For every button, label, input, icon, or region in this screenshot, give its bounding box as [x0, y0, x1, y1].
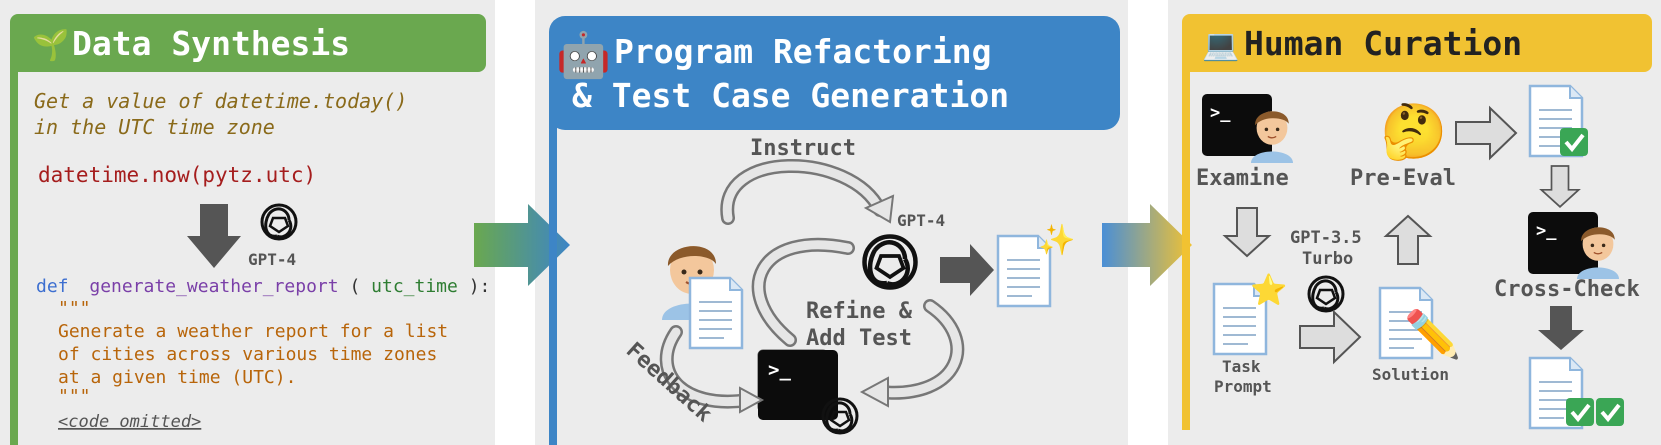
instruct-label: Instruct: [750, 136, 856, 161]
down-arrow: [187, 204, 241, 268]
task-prompt-label-line-2: Prompt: [1214, 377, 1272, 396]
def-keyword: def: [36, 276, 69, 297]
checkmark-icon-1: [1564, 396, 1596, 428]
transition-arrow-1: [474, 204, 570, 286]
code-snippet: datetime.now(pytz.utc): [38, 163, 316, 187]
sprout-icon: 🌱: [32, 28, 69, 63]
output-arrow: [940, 244, 994, 296]
synthesis-panel: 🌱 Data Synthesis Get a value of datetime…: [10, 14, 490, 445]
synthesis-panel-bg: [0, 0, 495, 445]
laptop-icon: 💻: [1202, 28, 1239, 63]
examine-terminal-icon: [1202, 94, 1272, 156]
checkmark-icon: [1558, 126, 1590, 158]
instruction-line-2: in the UTC time zone: [34, 115, 275, 139]
model-label-line-1: GPT-3.5: [1290, 228, 1362, 248]
model-label-line-2: Turbo: [1302, 249, 1353, 269]
model-label-gpt4-refactor: GPT-4: [897, 211, 945, 230]
refine-label-line-1: Refine &: [806, 299, 913, 324]
doc-line-3: at a given time (UTC).: [58, 367, 296, 388]
param-name: utc_time: [371, 276, 458, 297]
terminal-prompt: >_: [768, 359, 791, 381]
docstring-close: """: [58, 386, 91, 407]
function-name: generate_weather_report: [89, 276, 338, 297]
open-paren: (: [349, 276, 360, 297]
synthesis-title: Data Synthesis: [72, 24, 350, 63]
model-label-gpt4: GPT-4: [248, 250, 296, 269]
synthesis-header: [10, 14, 486, 72]
doc-line-1: Generate a weather report for a list: [58, 321, 448, 342]
checkmark-icon-2: [1594, 396, 1626, 428]
synthesis-accent-bar: [10, 40, 18, 445]
doc-line-2: of cities across various time zones: [58, 344, 437, 365]
pre-eval-right-arrow: [1455, 105, 1518, 161]
curation-panel: 💻 Human Curation >_ Examine 🤔 Pre-Eval >…: [1182, 14, 1652, 430]
solution-arrow: [1299, 309, 1362, 365]
cross-check-label: Cross-Check: [1494, 277, 1640, 302]
robot-icon: 🤖: [556, 30, 611, 81]
cross-check-terminal-icon: [1528, 212, 1598, 274]
cross-check-down-arrow: [1538, 306, 1584, 350]
star-icon: ⭐: [1250, 272, 1287, 308]
refine-label-line-2: Add Test: [806, 326, 912, 351]
function-signature: def generate_weather_report ( utc_time )…: [36, 276, 490, 297]
sparkles-icon: ✨: [1038, 223, 1075, 258]
examine-label: Examine: [1196, 166, 1289, 191]
document-icon: [688, 276, 744, 350]
curation-title: Human Curation: [1244, 24, 1522, 63]
svg-text:>_: >_: [1536, 221, 1557, 241]
pre-eval-label: Pre-Eval: [1350, 166, 1456, 191]
refactoring-panel: 🤖 Program Refactoring & Test Case Genera…: [549, 16, 1120, 445]
refactoring-title-line-1: Program Refactoring: [614, 32, 992, 71]
solution-label: Solution: [1372, 365, 1449, 384]
curation-accent-bar: [1182, 40, 1190, 430]
refactoring-title-line-2: & Test Case Generation: [572, 76, 1009, 115]
pencil-icon: ✏️: [1404, 306, 1461, 361]
code-omitted: <code omitted>: [58, 412, 201, 432]
task-prompt-label-line-1: Task: [1222, 357, 1261, 376]
refactoring-header: [549, 16, 1120, 130]
transition-arrow-2: [1102, 204, 1192, 286]
refactoring-accent-bar: [549, 100, 557, 445]
curation-header: [1182, 14, 1652, 72]
terminal-box: [758, 350, 838, 420]
svg-text:>_: >_: [1210, 103, 1231, 123]
close-paren: ):: [469, 276, 491, 297]
instruction-line-1: Get a value of datetime.today(): [34, 89, 407, 113]
thinking-face-icon: 🤔: [1380, 100, 1447, 163]
docstring-open: """: [58, 298, 91, 319]
